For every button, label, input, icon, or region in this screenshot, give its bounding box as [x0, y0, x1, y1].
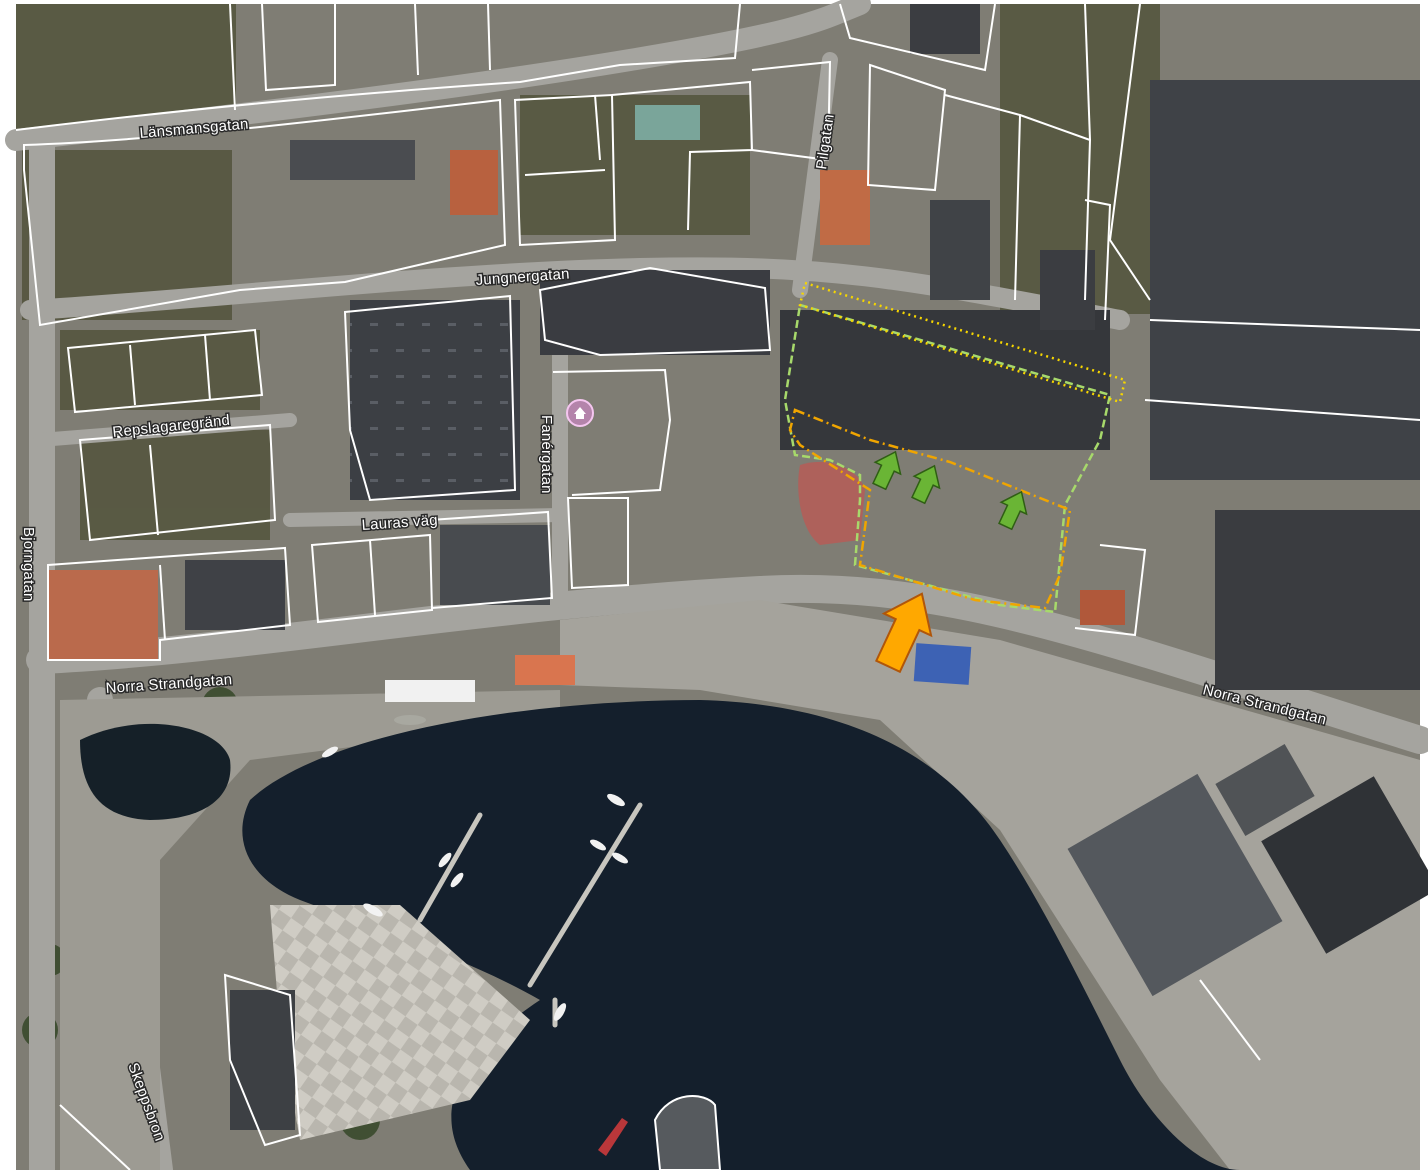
main-access-arrow — [874, 592, 933, 674]
home-marker[interactable] — [566, 399, 594, 427]
site-zones — [783, 281, 1127, 614]
street-label-fanergatan: Fanérgatan — [538, 415, 555, 494]
site-boundary — [783, 303, 1112, 614]
home-icon — [574, 407, 586, 419]
green-arrow-3 — [998, 490, 1028, 531]
boats — [322, 715, 628, 1021]
property-boundaries — [15, 3, 1421, 1170]
green-arrow-2 — [911, 464, 941, 505]
piers — [417, 802, 643, 1028]
island — [653, 1095, 722, 1170]
sports-court — [913, 643, 972, 685]
green-arrow-1 — [872, 450, 902, 491]
pond-water — [80, 723, 231, 820]
yellow-dotted-strip — [798, 281, 1127, 404]
plaza — [270, 905, 530, 1140]
red-ship — [598, 1118, 628, 1156]
orange-dashed-area — [788, 408, 1072, 610]
street-label-bjorngatan: Bjorngatan — [20, 527, 37, 602]
buildings — [48, 4, 1428, 1130]
harbor-quay — [560, 600, 1420, 1170]
playground — [798, 461, 865, 545]
